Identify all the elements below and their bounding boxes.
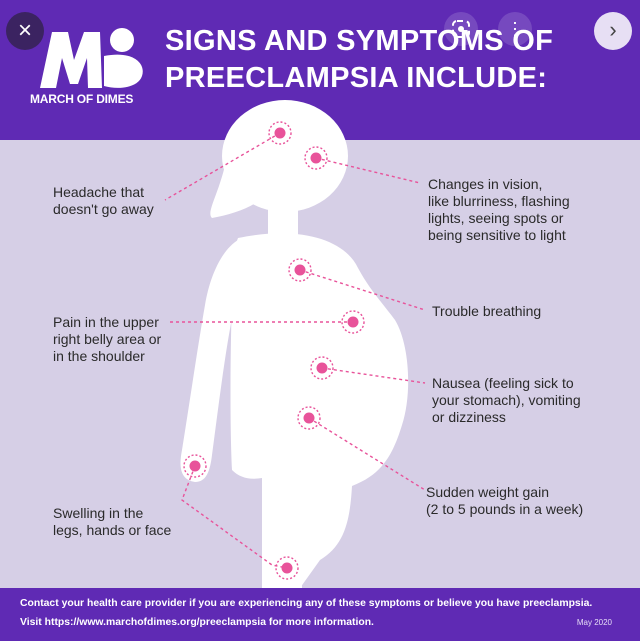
marker-breathing: [288, 258, 312, 282]
logo-text: MARCH OF DIMES: [30, 92, 134, 106]
label-breathing: Trouble breathing: [432, 303, 542, 319]
label-nausea: Nausea (feeling sick to your stomach), v…: [432, 375, 581, 425]
footer-visit-text: Visit https://www.marchofdimes.org/preec…: [20, 617, 374, 628]
page-title-line-2: PREECLAMPSIA INCLUDE:: [165, 62, 548, 94]
footer-contact-text: Contact your health care provider if you…: [20, 598, 593, 609]
marker-weight: [297, 406, 321, 430]
label-headache: Headache that doesn't go away: [53, 184, 154, 217]
label-pain: Pain in the upper right belly area or in…: [53, 314, 162, 364]
label-weight: Sudden weight gain (2 to 5 pounds in a w…: [426, 484, 584, 517]
marker-headache: [268, 121, 292, 145]
footer-band: [0, 588, 640, 641]
more-icon[interactable]: ⋮: [498, 12, 532, 46]
marker-vision: [304, 146, 328, 170]
silhouette: [180, 100, 409, 588]
chevron-right-icon[interactable]: ›: [594, 12, 632, 50]
label-vision: Changes in vision, like blurriness, flas…: [428, 176, 570, 243]
marker-pain: [341, 310, 365, 334]
marker-swelling-leg: [275, 556, 299, 580]
page-title-line-1: SIGNS AND SYMPTOMS OF: [165, 25, 554, 57]
label-swelling: Swelling in the legs, hands or face: [53, 505, 172, 538]
symptom-markers: [183, 121, 365, 580]
leader-lines: [164, 132, 426, 569]
lens-glyph: [452, 20, 470, 38]
march-of-dimes-logo-mark: [40, 28, 143, 88]
marker-swelling-hand: [183, 454, 207, 478]
lens-icon[interactable]: [444, 12, 478, 46]
footer-date: May 2020: [576, 618, 612, 627]
close-icon[interactable]: ×: [6, 12, 44, 50]
marker-nausea: [310, 356, 334, 380]
